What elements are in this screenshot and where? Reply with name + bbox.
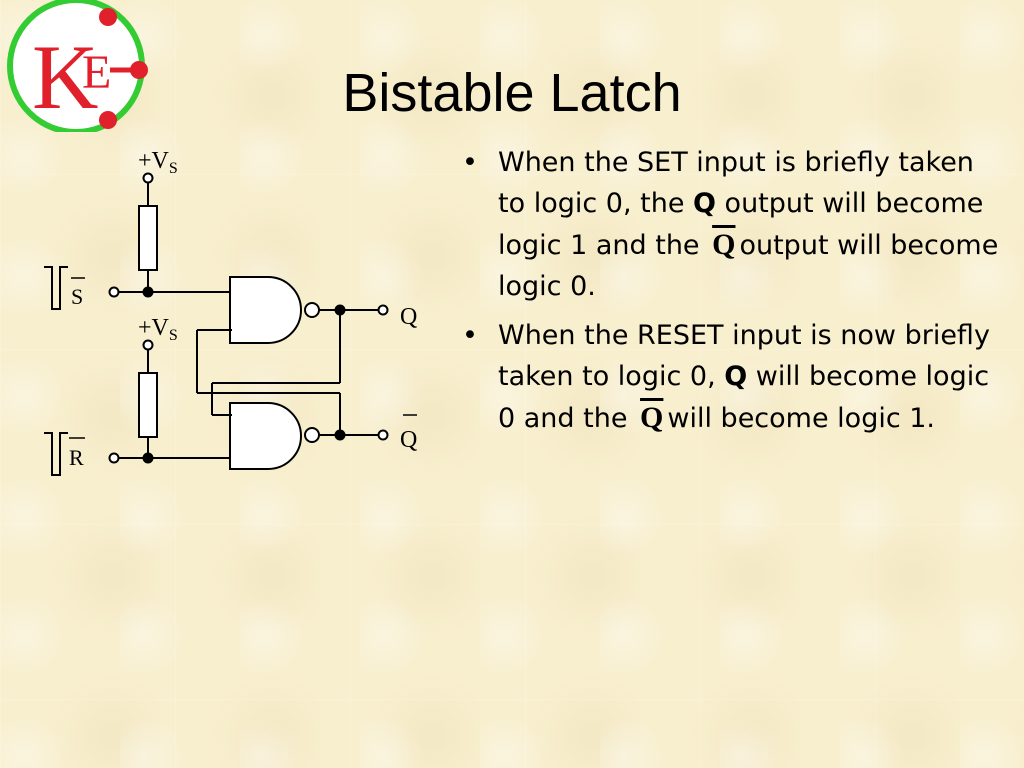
latch-circuit-diagram: +VS +VS S R Q Q xyxy=(44,148,417,476)
bullet-item-reset: When the RESET input is now briefly take… xyxy=(460,315,1000,439)
qbar-symbol: Q xyxy=(712,228,736,261)
bullet-item-set: When the SET input is briefly taken to l… xyxy=(460,142,1000,307)
bullet-list: When the SET input is briefly taken to l… xyxy=(460,142,1000,447)
set-input-label: S xyxy=(71,284,83,309)
q-output-label: Q xyxy=(400,304,417,330)
qbar-symbol: Q xyxy=(640,401,664,434)
supply-label-mid: +VS xyxy=(138,315,178,344)
logo-letter-e: E xyxy=(82,46,111,99)
logo-letter-k: K xyxy=(32,26,98,128)
slide-title: Bistable Latch xyxy=(342,63,682,123)
ke-logo-icon: K E xyxy=(7,0,148,132)
q-symbol: Q xyxy=(693,188,716,219)
qbar-output-label: Q xyxy=(400,427,417,453)
q-symbol: Q xyxy=(724,361,748,392)
reset-input-label: R xyxy=(69,445,84,470)
supply-label-top: +VS xyxy=(138,148,178,177)
